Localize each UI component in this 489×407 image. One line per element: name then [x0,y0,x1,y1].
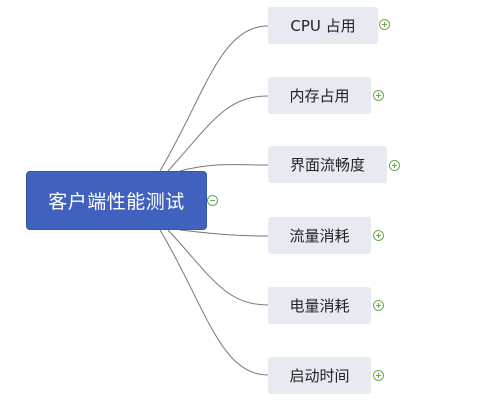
topic-label: CPU 占用 [290,17,356,35]
topic-label: 电量消耗 [289,297,350,315]
topic-label: 启动时间 [289,367,350,385]
topic-data-consumption[interactable]: 流量消耗 [268,217,371,254]
connector-line [159,25,269,172]
topic-label: 内存占用 [289,87,350,105]
topic-cpu-usage[interactable]: CPU 占用 [268,7,378,44]
connector-line [179,164,269,172]
connector-line [167,95,269,172]
expand-plus-icon[interactable] [379,19,390,30]
topic-memory-usage[interactable]: 内存占用 [268,77,371,114]
topic-startup-time[interactable]: 启动时间 [268,357,371,394]
topic-ui-smoothness[interactable]: 界面流畅度 [268,146,387,183]
expand-plus-icon[interactable] [373,90,384,101]
connector-line [179,229,269,237]
expand-plus-icon[interactable] [373,230,384,241]
connector-line [167,229,269,306]
topic-label: 流量消耗 [289,227,350,245]
root-topic-label: 客户端性能测试 [48,191,185,213]
root-topic[interactable]: 客户端性能测试 [26,171,207,230]
expand-plus-icon[interactable] [373,300,384,311]
expand-plus-icon[interactable] [373,370,384,381]
expand-plus-icon[interactable] [389,160,400,171]
topic-label: 界面流畅度 [289,156,365,174]
topic-battery-consumption[interactable]: 电量消耗 [268,287,371,324]
connector-line [159,229,269,376]
collapse-minus-icon[interactable] [207,195,218,206]
